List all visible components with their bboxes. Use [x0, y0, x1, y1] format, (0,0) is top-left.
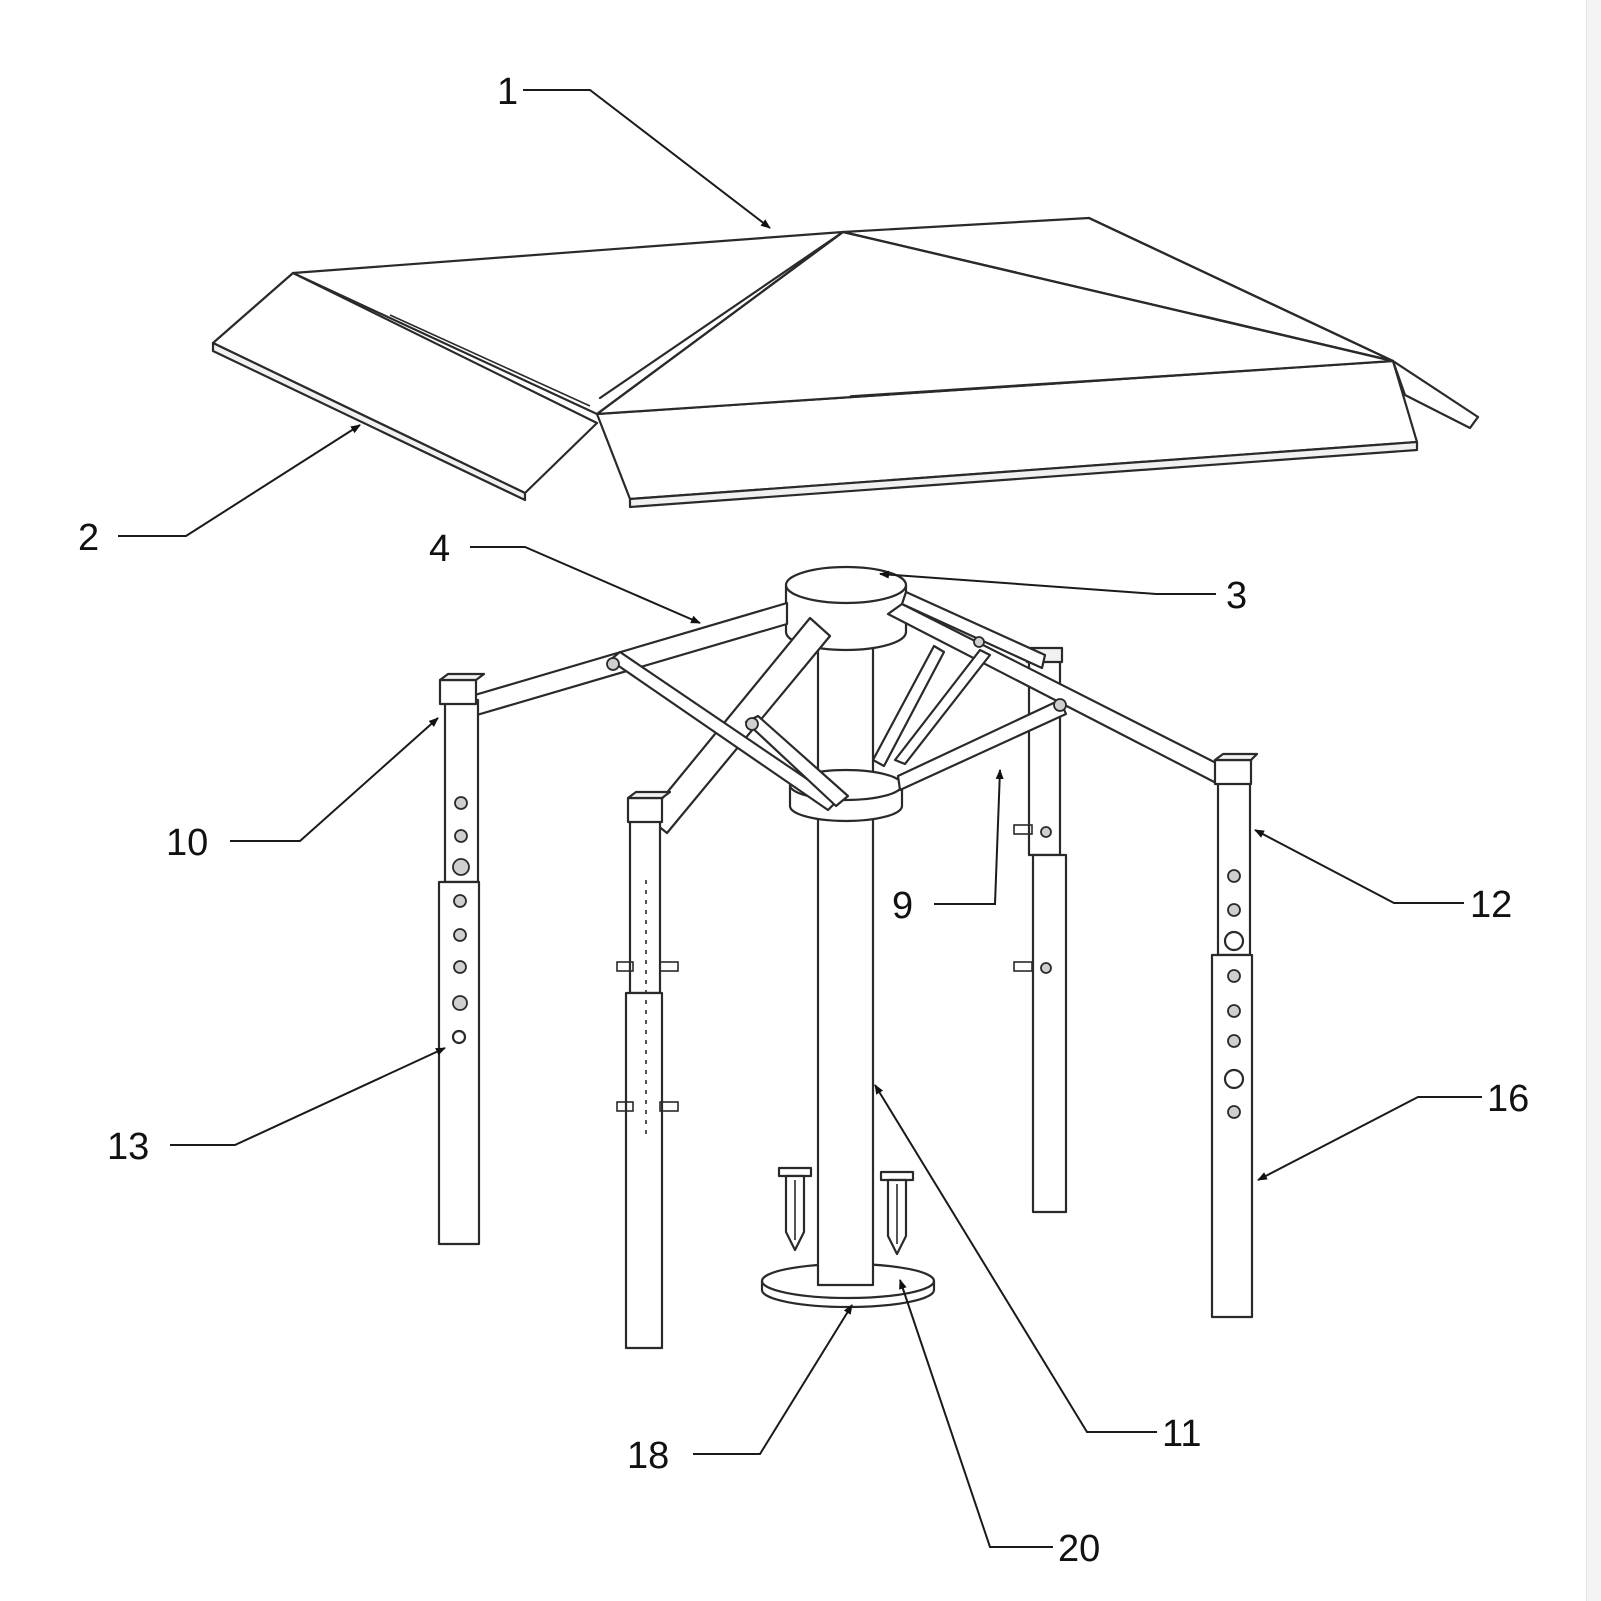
callout-4: 4 [429, 528, 450, 570]
canopy-hem-front [849, 361, 1381, 397]
leader-20 [899, 1279, 1053, 1548]
callout-11: 11 [1162, 1413, 1201, 1455]
callout-10: 10 [166, 822, 208, 864]
canopy-hem-left [389, 314, 591, 407]
callout-13: 13 [107, 1126, 149, 1168]
canopy-back-right-edge [1087, 216, 1395, 363]
leg-left-lower-tube [437, 880, 481, 1246]
brace-pivot-back [973, 636, 985, 648]
strut-front-left [645, 616, 832, 835]
ground-stake-right [879, 1170, 915, 1256]
leg-left-cap [438, 678, 478, 706]
roof-struts [466, 590, 1232, 835]
callout-labels: 1 2 3 4 9 10 11 12 13 16 18 20 [78, 71, 1529, 1570]
callout-18: 18 [627, 1435, 669, 1477]
canopy-hem-right [1199, 314, 1391, 361]
callout-9: 9 [892, 885, 913, 927]
leg-left-upper-tube [443, 698, 480, 884]
canopy-front-flap-edge [628, 440, 1419, 509]
leader-3 [879, 570, 1216, 595]
leader-1 [523, 89, 771, 229]
leader-11 [874, 1084, 1157, 1433]
brace-back-right [893, 648, 992, 766]
top-hub-cap [784, 565, 908, 605]
brace-pivot-front [745, 717, 759, 731]
leg-right-upper-tube [1216, 778, 1252, 957]
callout-1: 1 [497, 71, 518, 113]
leg-right-cap [1213, 758, 1253, 786]
ground-stake-left [777, 1166, 813, 1252]
central-pole-assembly [760, 565, 936, 1309]
leg-right [1210, 752, 1259, 1319]
support-braces [606, 636, 1068, 812]
brace-back [871, 644, 946, 768]
callout-20: 20 [1058, 1528, 1100, 1570]
leader-2 [118, 424, 361, 537]
canopy-ridge-front-left [595, 230, 845, 416]
brace-pivot-left [606, 657, 620, 671]
leg-back-right [1013, 646, 1068, 1214]
callout-3: 3 [1226, 575, 1247, 617]
callout-16: 16 [1487, 1078, 1529, 1120]
canopy-roof [211, 216, 1480, 509]
leader-9 [934, 769, 1004, 905]
leader-18 [693, 1304, 853, 1455]
brace-pivot-right [1053, 698, 1067, 712]
ground-stakes [777, 1166, 915, 1256]
strut-back-right [900, 590, 1047, 670]
brace-left [608, 650, 840, 812]
leader-10 [230, 717, 439, 842]
leader-16 [1257, 1096, 1482, 1181]
leader-13 [170, 1047, 446, 1146]
adjustment-hole [451, 1029, 467, 1045]
leader-12 [1254, 829, 1464, 904]
canopy-left-flap-edge [211, 341, 527, 502]
callout-2: 2 [78, 517, 99, 559]
canopy-right-flap [1391, 359, 1480, 430]
central-pole [816, 613, 875, 1287]
callout-12: 12 [1470, 884, 1512, 926]
leader-lines [118, 89, 1482, 1548]
leg-left [437, 672, 486, 1246]
canopy-ridge-shadow [598, 230, 845, 400]
right-edge-border [1586, 0, 1601, 1601]
leader-4 [470, 546, 701, 624]
leg-front [616, 790, 679, 1350]
